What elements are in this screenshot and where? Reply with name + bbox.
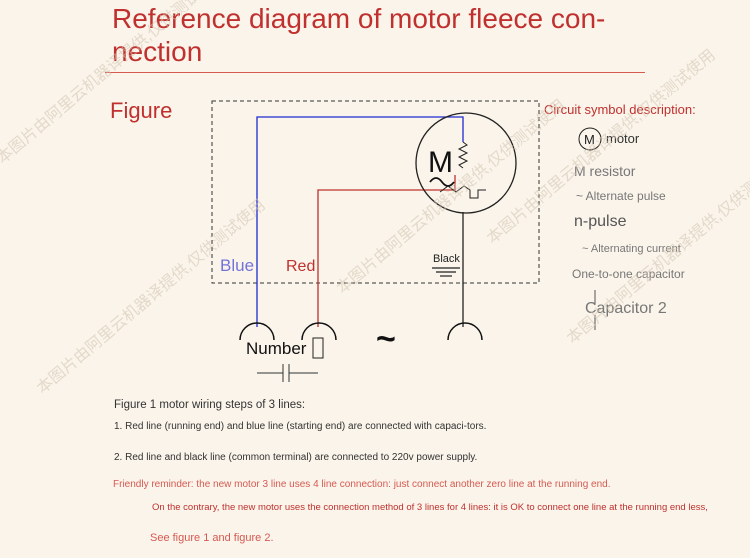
legend-alternate-pulse: ~ Alternate pulse <box>576 189 666 203</box>
legend-resistor: M resistor <box>574 163 636 179</box>
red-wire <box>317 175 456 327</box>
black-wire-label: Black <box>433 253 460 265</box>
power-supply-symbol: ~ <box>376 320 396 358</box>
terminal-label: Number <box>246 339 307 358</box>
step-1-text: 1. Red line (running end) and blue line … <box>114 421 487 432</box>
legend-capacitor-2: Capacitor 2 <box>585 300 667 317</box>
see-figure-note: See figure 1 and figure 2. <box>150 532 274 544</box>
legend-capacitor-1: One-to-one capacitor <box>572 267 685 281</box>
terminal-black <box>447 322 483 341</box>
legend-title: Circuit symbol description: <box>544 102 696 117</box>
title-divider <box>105 72 645 73</box>
motor-symbol: M <box>428 146 453 179</box>
plug-terminals <box>239 322 483 341</box>
capacitor-symbol <box>257 364 318 382</box>
motor-circle <box>415 112 517 214</box>
terminal-blue <box>239 322 275 341</box>
red-wire-label: Red <box>286 258 316 275</box>
legend-motor-icon-letter: M <box>584 132 595 147</box>
contrary-note: On the contrary, the new motor uses the … <box>152 502 708 513</box>
legend-alternating-current: ~ Alternating current <box>582 243 681 255</box>
steps-title: Figure 1 motor wiring steps of 3 lines: <box>114 399 306 411</box>
step-2-text: 2. Red line and black line (common termi… <box>114 452 478 463</box>
winding-zigzag <box>439 185 486 199</box>
winding-coil <box>457 141 469 169</box>
enclosure-box <box>211 100 540 284</box>
friendly-reminder: Friendly reminder: the new motor 3 line … <box>113 479 611 490</box>
figure-label: Figure <box>110 98 173 123</box>
blue-wire <box>256 116 464 327</box>
ac-symbol <box>429 177 455 187</box>
legend-motor: motor <box>606 131 640 146</box>
ground-icon <box>432 267 460 277</box>
resistor-symbol <box>312 337 324 359</box>
blue-wire-label: Blue <box>220 256 255 275</box>
page-title: Reference diagram of motor fleece con-ne… <box>112 3 606 67</box>
legend-motor-icon <box>578 127 602 151</box>
legend-n-pulse: n-pulse <box>574 213 627 230</box>
terminal-red <box>301 322 337 341</box>
